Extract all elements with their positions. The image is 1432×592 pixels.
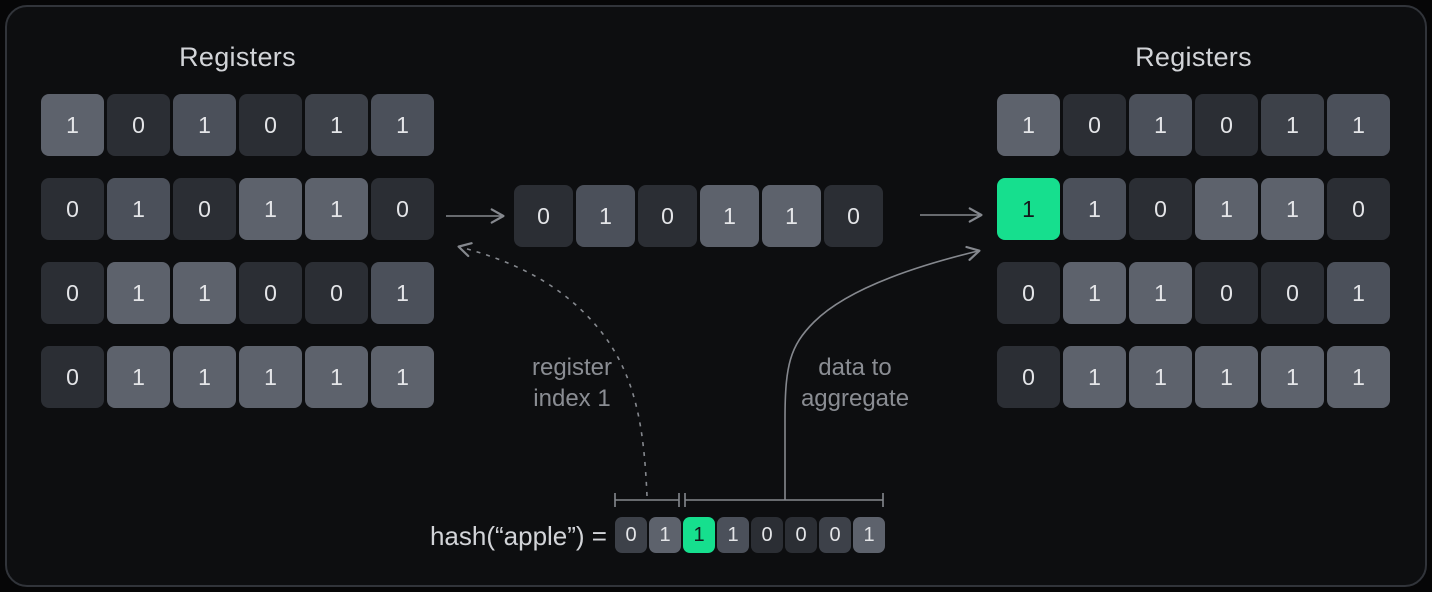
register-cell: 1 — [305, 346, 368, 408]
extracted-row-cell: 1 — [576, 185, 635, 247]
register-cell: 0 — [997, 346, 1060, 408]
register-cell: 1 — [305, 94, 368, 156]
hash-bit-cell: 1 — [649, 517, 681, 553]
register-cell: 0 — [1327, 178, 1390, 240]
extracted-row-cell: 1 — [700, 185, 759, 247]
register-cell: 1 — [239, 346, 302, 408]
register-cell: 1 — [1327, 262, 1390, 324]
register-cell: 0 — [239, 94, 302, 156]
register-cell: 1 — [107, 262, 170, 324]
register-cell: 0 — [173, 178, 236, 240]
hash-bit-cell: 0 — [819, 517, 851, 553]
register-cell: 0 — [1195, 94, 1258, 156]
register-cell: 1 — [173, 94, 236, 156]
register-cell: 1 — [1063, 262, 1126, 324]
register-cell: 1 — [1129, 94, 1192, 156]
register-cell: 1 — [173, 346, 236, 408]
register-cell: 1 — [1327, 346, 1390, 408]
data-to-aggregate-label: data to aggregate — [800, 354, 910, 412]
register-cell: 1 — [371, 94, 434, 156]
register-index-label: register index 1 — [531, 354, 613, 412]
register-cell: 1 — [1129, 262, 1192, 324]
register-cell: 0 — [107, 94, 170, 156]
register-cell: 1 — [1261, 94, 1324, 156]
register-cell: 0 — [997, 262, 1060, 324]
extracted-row-cell: 1 — [762, 185, 821, 247]
register-cell: 1 — [371, 262, 434, 324]
register-cell: 1 — [1261, 178, 1324, 240]
extracted-row-cell: 0 — [514, 185, 573, 247]
register-cell: 1 — [173, 262, 236, 324]
left-registers-title: Registers — [179, 42, 296, 72]
register-cell: 1 — [1261, 346, 1324, 408]
register-cell: 1 — [997, 94, 1060, 156]
register-cell: 1 — [107, 178, 170, 240]
register-cell: 0 — [371, 178, 434, 240]
register-cell: 1 — [1195, 346, 1258, 408]
register-cell: 0 — [305, 262, 368, 324]
register-cell: 1 — [371, 346, 434, 408]
register-cell: 1 — [107, 346, 170, 408]
register-cell: 0 — [41, 346, 104, 408]
hash-bit-cell: 1 — [683, 517, 715, 553]
register-cell: 0 — [1195, 262, 1258, 324]
extracted-row-cell: 0 — [824, 185, 883, 247]
register-cell: 1 — [1063, 178, 1126, 240]
hash-bit-cell: 1 — [717, 517, 749, 553]
register-cell: 1 — [239, 178, 302, 240]
register-cell: 0 — [1261, 262, 1324, 324]
register-cell: 0 — [41, 262, 104, 324]
hash-bit-cell: 1 — [853, 517, 885, 553]
extracted-row-cell: 0 — [638, 185, 697, 247]
register-cell: 0 — [239, 262, 302, 324]
register-cell: 0 — [41, 178, 104, 240]
hash-expression-label: hash(“apple”) = — [429, 521, 607, 551]
hash-bit-cell: 0 — [615, 517, 647, 553]
register-cell: 1 — [1195, 178, 1258, 240]
register-cell: 1 — [1327, 94, 1390, 156]
register-cell: 0 — [1063, 94, 1126, 156]
register-cell: 1 — [41, 94, 104, 156]
register-cell: 1 — [997, 178, 1060, 240]
right-registers-title: Registers — [1135, 42, 1252, 72]
register-cell: 1 — [1063, 346, 1126, 408]
register-cell: 1 — [305, 178, 368, 240]
hash-bit-cell: 0 — [751, 517, 783, 553]
hash-bit-cell: 0 — [785, 517, 817, 553]
register-cell: 0 — [1129, 178, 1192, 240]
register-cell: 1 — [1129, 346, 1192, 408]
